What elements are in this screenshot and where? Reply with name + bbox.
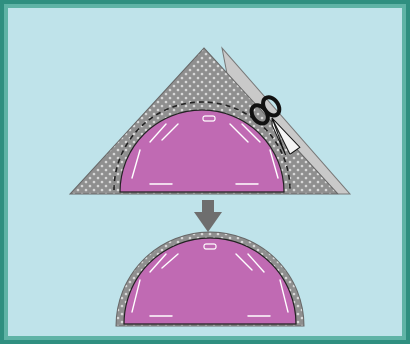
template-marks-bottom bbox=[131, 243, 289, 317]
cutting-line bbox=[113, 101, 291, 191]
scissors-icon bbox=[249, 95, 301, 156]
bottom-step bbox=[115, 231, 305, 327]
top-step bbox=[68, 46, 352, 195]
arrow-down-icon bbox=[194, 200, 222, 232]
template-marks bbox=[131, 115, 279, 185]
